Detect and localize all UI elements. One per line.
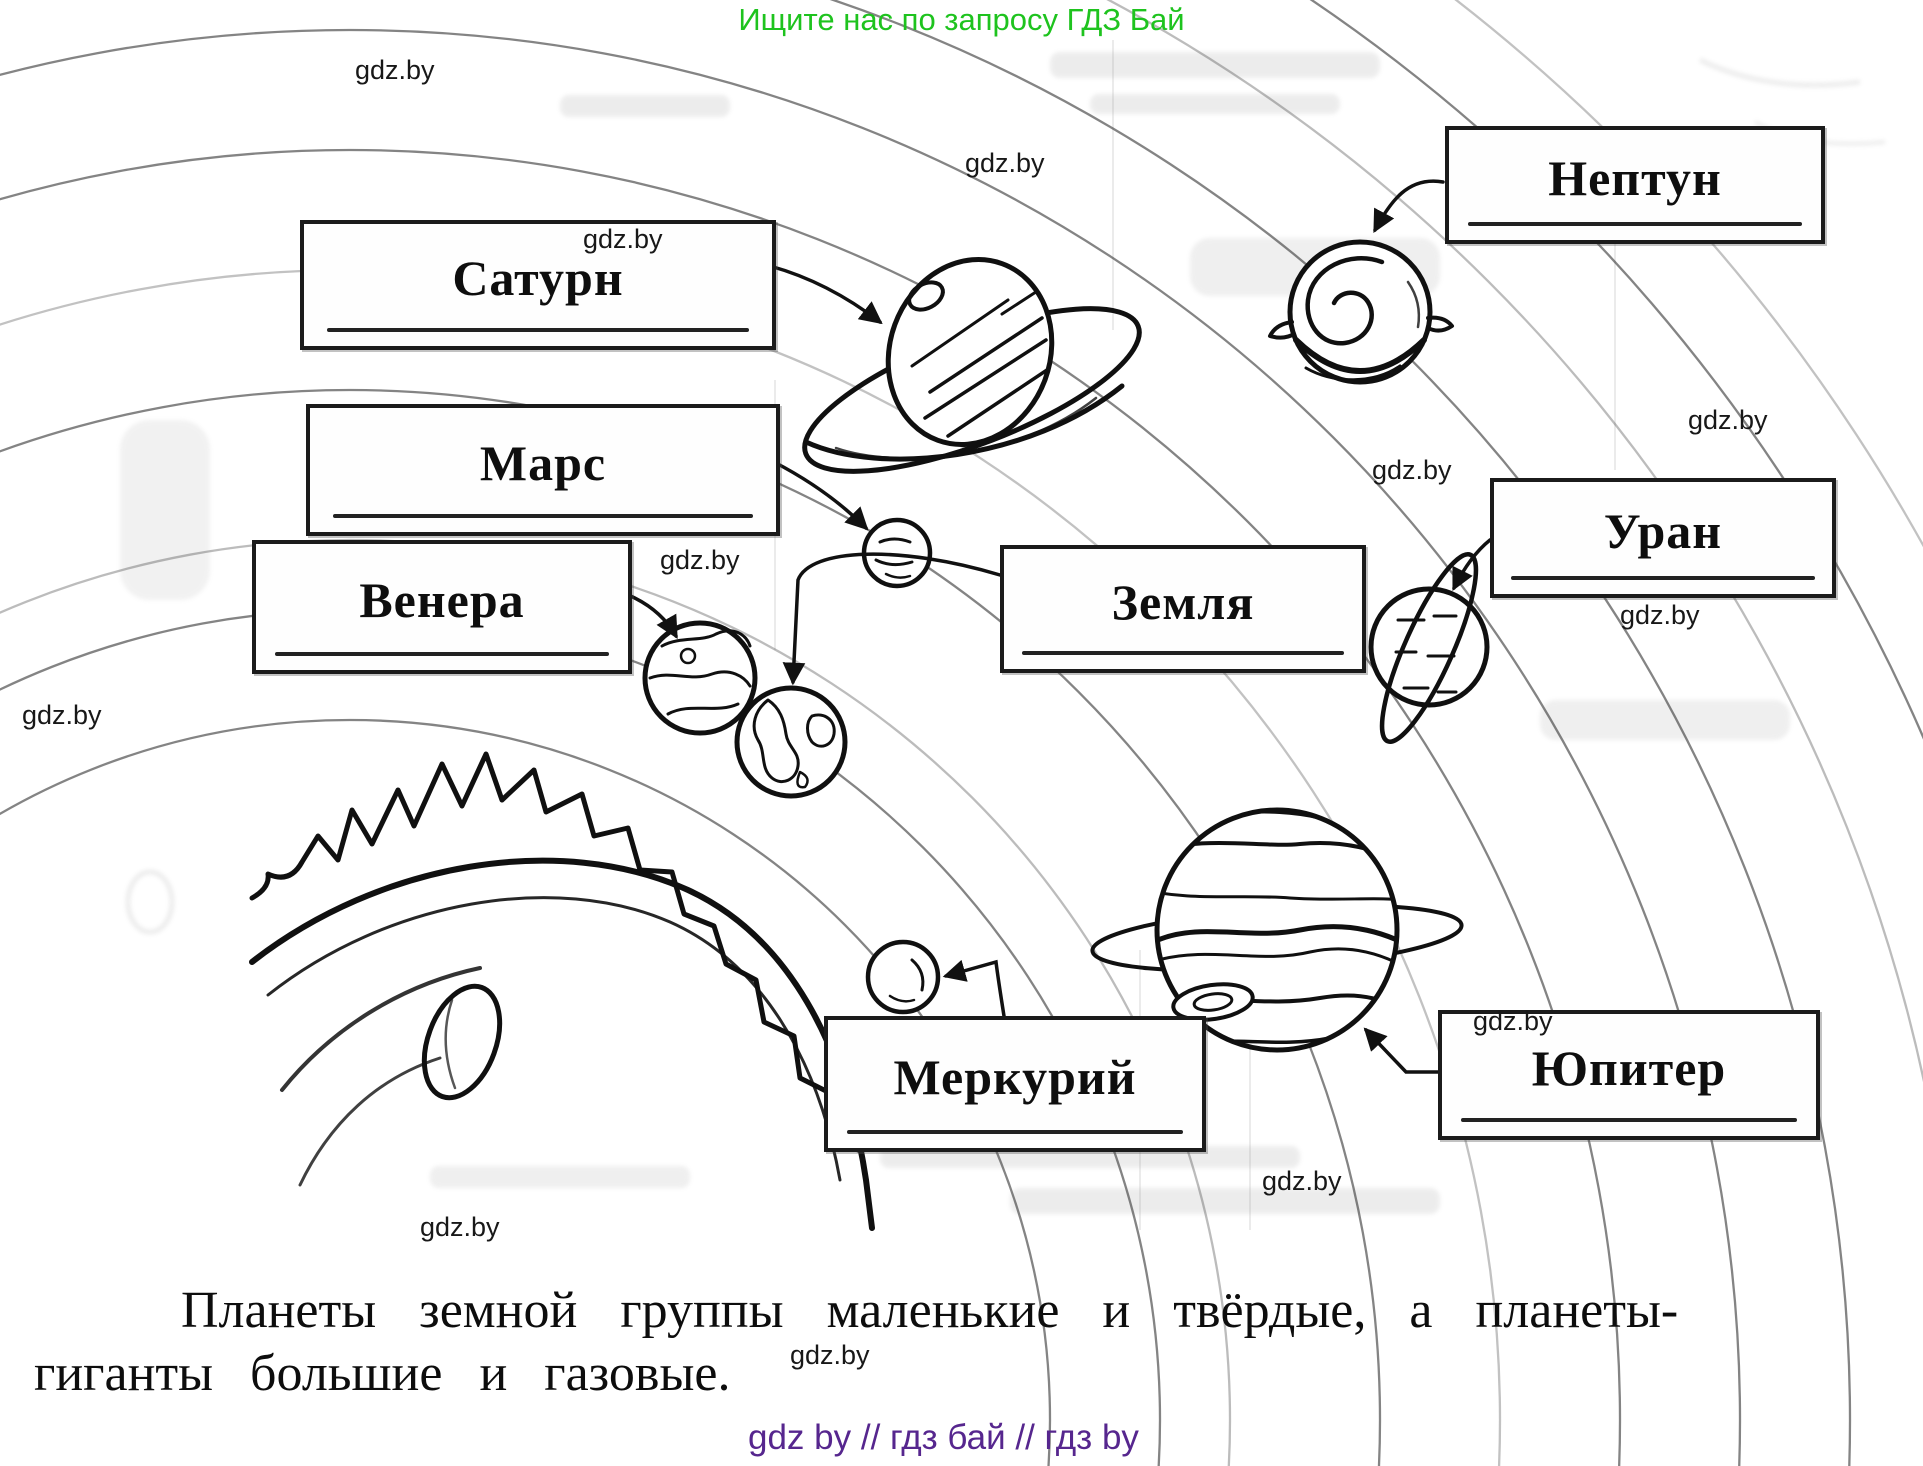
uranus-arrow xyxy=(1452,538,1492,592)
label-saturn: Сатурн xyxy=(300,220,776,350)
label-uranus: Уран xyxy=(1490,478,1836,598)
planets xyxy=(642,239,1490,1053)
venus-arrow xyxy=(624,592,678,639)
answer-line xyxy=(327,328,749,332)
watermark: gdz.by xyxy=(22,700,102,730)
earth-arrow xyxy=(782,552,1002,686)
answer-line-1: Планеты земной группы маленькие и твёрды… xyxy=(181,1282,1679,1339)
jupiter-arrow xyxy=(1363,1027,1440,1074)
watermark: gdz.by xyxy=(1688,405,1768,435)
jupiter-planet xyxy=(1090,807,1464,1053)
watermark: gdz.by xyxy=(420,1212,500,1242)
watermark: gdz.by xyxy=(355,55,435,85)
answer-line xyxy=(333,514,753,518)
label-mars: Марс xyxy=(306,404,780,536)
label-jupiter: Юпитер xyxy=(1438,1010,1820,1140)
watermark: gdz.by xyxy=(790,1340,870,1370)
label-uranus-text: Уран xyxy=(1603,503,1723,559)
footer-sites: gdz by // гдз бай // гдз by xyxy=(748,1418,1139,1457)
watermark: gdz.by xyxy=(965,148,1045,178)
promo-banner: Ищите нас по запросу ГДЗ Бай xyxy=(738,2,1185,37)
uranus-planet xyxy=(1368,552,1490,744)
label-venus: Венера xyxy=(252,540,632,674)
watermark: gdz.by xyxy=(1372,455,1452,485)
answer-line xyxy=(1510,576,1816,580)
label-neptune: Нептун xyxy=(1445,126,1825,244)
label-venus-text: Венера xyxy=(359,572,525,628)
mars-arrow xyxy=(772,460,869,531)
label-neptune-text: Нептун xyxy=(1548,150,1722,206)
watermark: gdz.by xyxy=(660,545,740,575)
neptune-arrow xyxy=(1373,179,1445,234)
leader-arrows xyxy=(624,179,1492,1074)
label-earth-text: Земля xyxy=(1111,574,1255,630)
earth-planet xyxy=(734,685,848,799)
neptune-planet xyxy=(1268,239,1454,385)
answer-line xyxy=(1460,1118,1798,1122)
label-earth: Земля xyxy=(1000,545,1366,673)
venus-planet xyxy=(642,620,758,736)
sunspot xyxy=(421,983,503,1101)
watermark: gdz.by xyxy=(583,224,663,254)
label-mercury-text: Меркурий xyxy=(893,1049,1137,1105)
saturn-planet xyxy=(802,257,1142,474)
watermark: gdz.by xyxy=(1473,1006,1553,1036)
saturn-arrow xyxy=(768,264,883,325)
watermark: gdz.by xyxy=(1262,1166,1342,1196)
answer-line xyxy=(274,652,610,656)
sun-flames xyxy=(249,751,861,1153)
label-mercury: Меркурий xyxy=(824,1016,1206,1152)
answer-line-2: гиганты большие и газовые. xyxy=(34,1345,731,1402)
label-mars-text: Марс xyxy=(479,435,607,491)
answer-line xyxy=(1021,651,1345,655)
label-saturn-text: Сатурн xyxy=(452,250,624,306)
sun xyxy=(249,751,875,1231)
answer-line xyxy=(846,1130,1184,1134)
label-jupiter-text: Юпитер xyxy=(1531,1040,1727,1096)
answer-line xyxy=(1467,222,1803,226)
mercury-arrow xyxy=(942,959,1006,1018)
watermark: gdz.by xyxy=(1620,600,1700,630)
mercury-planet xyxy=(865,939,941,1015)
